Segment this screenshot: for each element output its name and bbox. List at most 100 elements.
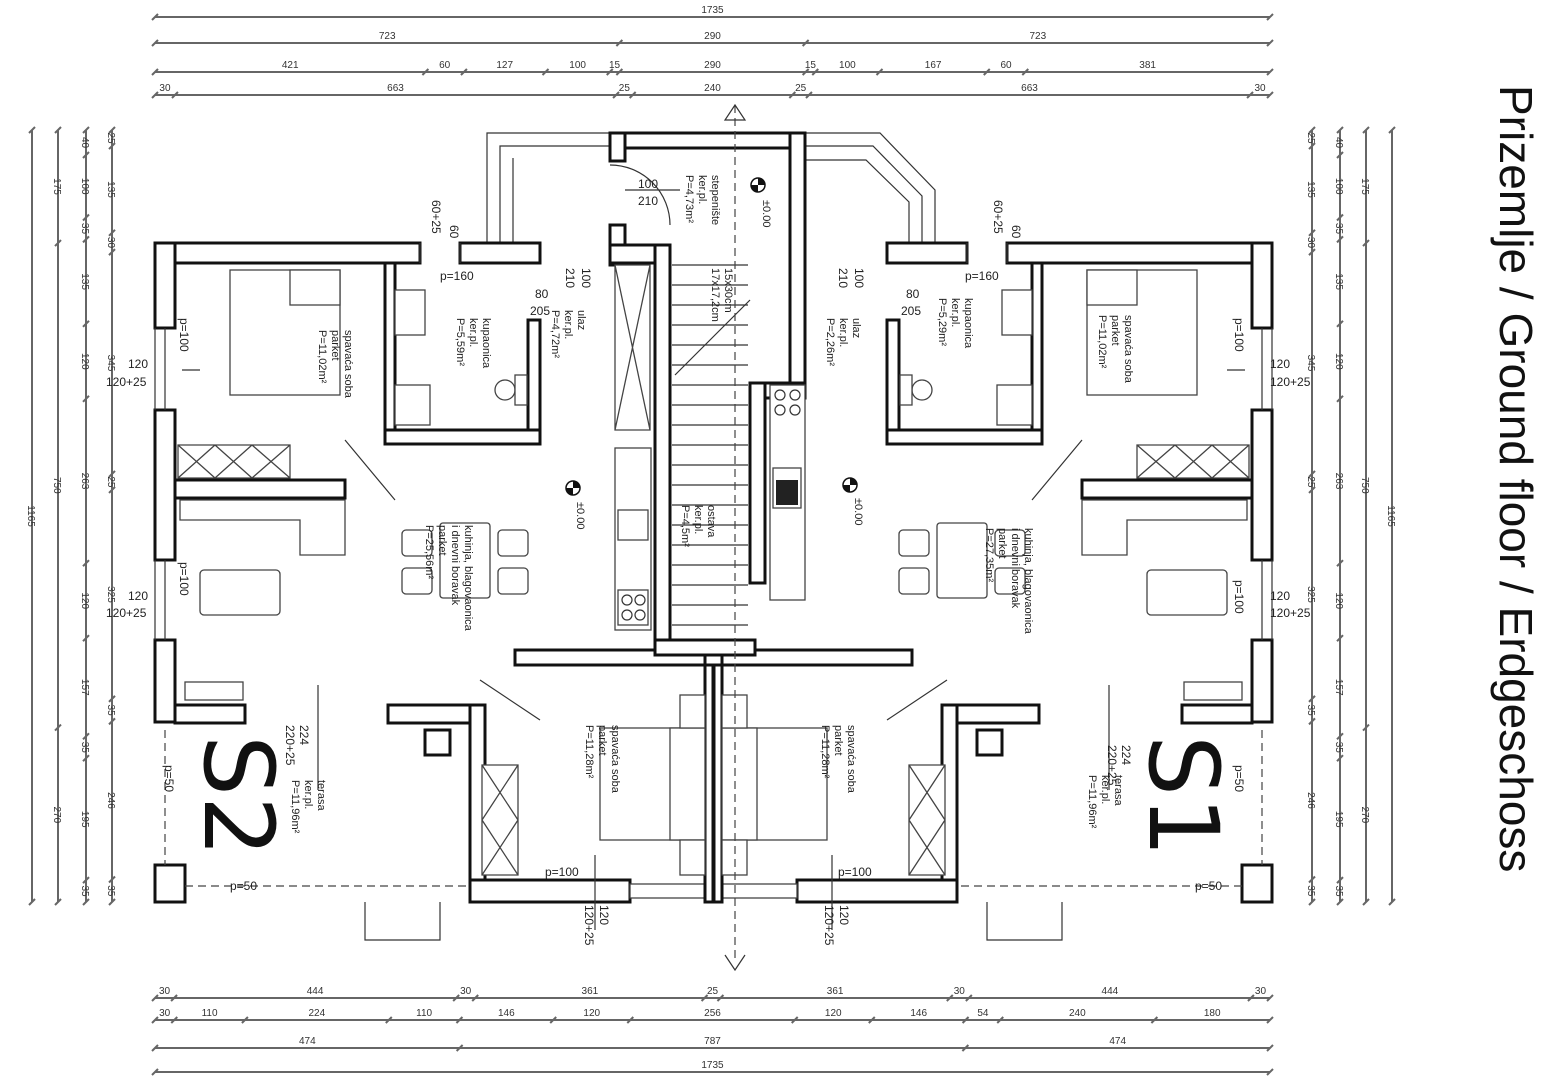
dimension-tick bbox=[170, 1016, 178, 1024]
dimension-tick bbox=[1336, 732, 1344, 741]
dimension-value: 361 bbox=[582, 986, 599, 997]
window-width: 120 bbox=[837, 905, 851, 925]
room-label-line: P=11,28m² bbox=[583, 725, 595, 779]
dimension-value: 30 bbox=[460, 986, 472, 997]
dimension-tick bbox=[961, 1044, 970, 1052]
sill-height: p=100 bbox=[545, 865, 579, 879]
dimension-value: 100 bbox=[839, 60, 856, 71]
room-label-line: parket bbox=[329, 330, 341, 361]
dimension-value: 25 bbox=[707, 986, 719, 997]
room-label-line: i dnevni boravak bbox=[449, 525, 461, 606]
dimension-value: 35 bbox=[79, 885, 90, 897]
dimension-value: 175 bbox=[51, 178, 62, 195]
dimension-tick bbox=[82, 898, 90, 906]
dimension-value: 167 bbox=[925, 60, 942, 71]
dimension-value: 157 bbox=[79, 679, 90, 696]
sill-height: p=100 bbox=[1232, 318, 1246, 352]
room-label-line: P=4,5m² bbox=[679, 505, 691, 547]
dimension-value: 135 bbox=[79, 273, 90, 290]
dimension-tick bbox=[1362, 239, 1370, 247]
dimension-value: 290 bbox=[704, 60, 721, 71]
dimension-value: 474 bbox=[299, 1036, 316, 1047]
door-width: 100 bbox=[852, 268, 866, 288]
dimension-tick bbox=[1336, 395, 1344, 403]
door-width: 100 bbox=[638, 177, 658, 191]
dimension-tick bbox=[628, 91, 637, 99]
dimension-value: 444 bbox=[1102, 986, 1119, 997]
door-height: 210 bbox=[638, 194, 658, 208]
room-label-line: ker.pl. bbox=[696, 175, 708, 204]
dimension-tick bbox=[1336, 559, 1344, 567]
dimension-value: 180 bbox=[1204, 1008, 1221, 1019]
room-label-line: ker.pl. bbox=[302, 780, 314, 809]
dimension-value: 750 bbox=[51, 477, 62, 494]
dimension-tick bbox=[965, 994, 973, 1002]
dimension-tick bbox=[54, 723, 62, 732]
dimension-value: 35 bbox=[105, 885, 116, 897]
dimension-tick bbox=[1308, 142, 1316, 150]
sill-height: p=50 bbox=[1195, 879, 1222, 893]
room-label-line: P=5,59m² bbox=[454, 318, 466, 366]
sill-height: p=160 bbox=[965, 269, 999, 283]
dimension-value: 15 bbox=[805, 60, 817, 71]
dimension-tick bbox=[1362, 898, 1370, 906]
dimension-tick bbox=[1388, 898, 1396, 906]
window-height: 60+25 bbox=[429, 200, 443, 234]
room-label-line: ker.pl. bbox=[562, 310, 574, 339]
dimension-tick bbox=[1308, 470, 1316, 478]
room-label-line: ker.pl. bbox=[467, 318, 479, 347]
room-label-line: kuhinja, blagovaonica bbox=[462, 525, 474, 632]
dimension-value: 723 bbox=[379, 31, 396, 42]
door-width: 100 bbox=[579, 268, 593, 288]
dimension-tick bbox=[1308, 695, 1316, 703]
window-height: 60+25 bbox=[991, 200, 1005, 234]
room-label-line: kupaonica bbox=[962, 298, 974, 349]
dimension-value: 40 bbox=[1333, 137, 1344, 149]
room-label-line: terasa bbox=[1112, 775, 1124, 806]
window-width: 60 bbox=[447, 225, 461, 239]
dimension-tick bbox=[1336, 898, 1344, 906]
dimension-tick bbox=[700, 994, 709, 1002]
dimension-chain: 1165 bbox=[25, 126, 36, 906]
dimension-tick bbox=[82, 559, 90, 567]
dimension-value: 175 bbox=[1359, 178, 1370, 195]
dimension-tick bbox=[1362, 723, 1370, 732]
level-marker: ±0.00 ±0.00 ±0.00 bbox=[565, 177, 864, 529]
unit-label-s2: S2 bbox=[182, 735, 294, 857]
dimension-tick bbox=[1150, 1016, 1159, 1024]
dimension-tick bbox=[421, 68, 430, 76]
dimension-tick bbox=[1336, 213, 1344, 222]
dimension-tick bbox=[811, 68, 819, 76]
dimension-tick bbox=[82, 320, 90, 328]
room-label-line: spavaća soba bbox=[1122, 315, 1134, 384]
window-height: 120+25 bbox=[1270, 375, 1311, 389]
room-label-line: parket bbox=[1109, 315, 1121, 346]
door-height: 205 bbox=[901, 304, 921, 318]
dimension-value: 30 bbox=[1255, 986, 1267, 997]
dimension-tick bbox=[108, 470, 116, 478]
room-label-line: spavaća soba bbox=[342, 330, 354, 399]
dimension-tick bbox=[1266, 68, 1274, 76]
dimension-value: 30 bbox=[1305, 237, 1316, 249]
room-label-line: ulaz bbox=[575, 310, 587, 330]
room-label-line: i dnevni boravak bbox=[1009, 528, 1021, 609]
dimension-value: 100 bbox=[79, 178, 90, 195]
dimension-value: 120 bbox=[583, 1008, 600, 1019]
dimension-tick bbox=[108, 695, 116, 703]
dimension-tick bbox=[54, 126, 62, 134]
dimension-value: 30 bbox=[105, 237, 116, 249]
room-label-line: P=2,26m² bbox=[824, 318, 836, 366]
dimension-value: 1165 bbox=[1385, 505, 1396, 527]
level-label: ±0.00 bbox=[574, 502, 586, 529]
dimension-tick bbox=[171, 91, 179, 99]
dimension-tick bbox=[471, 994, 479, 1002]
